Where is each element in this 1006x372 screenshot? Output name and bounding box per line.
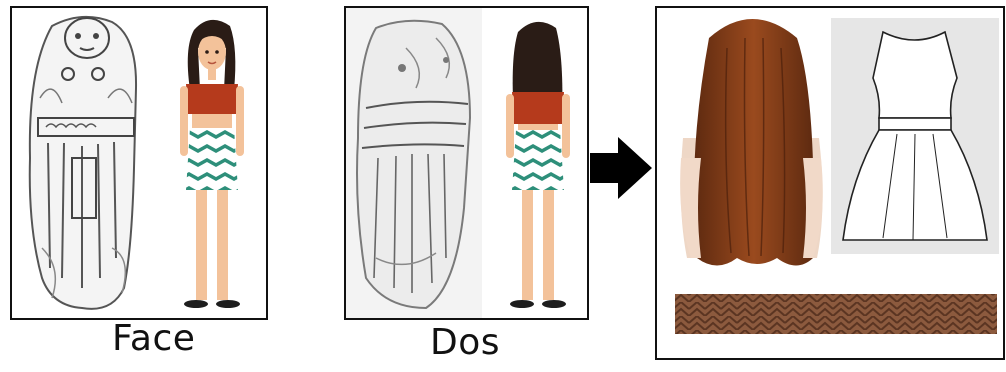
face-panel	[10, 6, 268, 320]
woman-figure-front-icon	[180, 20, 244, 308]
engraved-stone-statue-front-icon	[30, 17, 136, 309]
engraved-stone-statue-back-icon	[357, 21, 470, 308]
face-panel-art	[12, 8, 266, 318]
caption-face: Face	[112, 318, 195, 359]
braided-band-icon	[675, 294, 997, 334]
dos-panel-art	[346, 8, 587, 318]
result-panel-art	[657, 8, 1003, 358]
long-hair-photo-icon	[680, 19, 823, 266]
dos-panel	[344, 6, 589, 320]
result-panel	[655, 6, 1005, 360]
right-arrow-icon	[588, 135, 654, 201]
caption-dos: Dos	[430, 322, 500, 363]
woman-figure-back-icon	[506, 22, 570, 308]
